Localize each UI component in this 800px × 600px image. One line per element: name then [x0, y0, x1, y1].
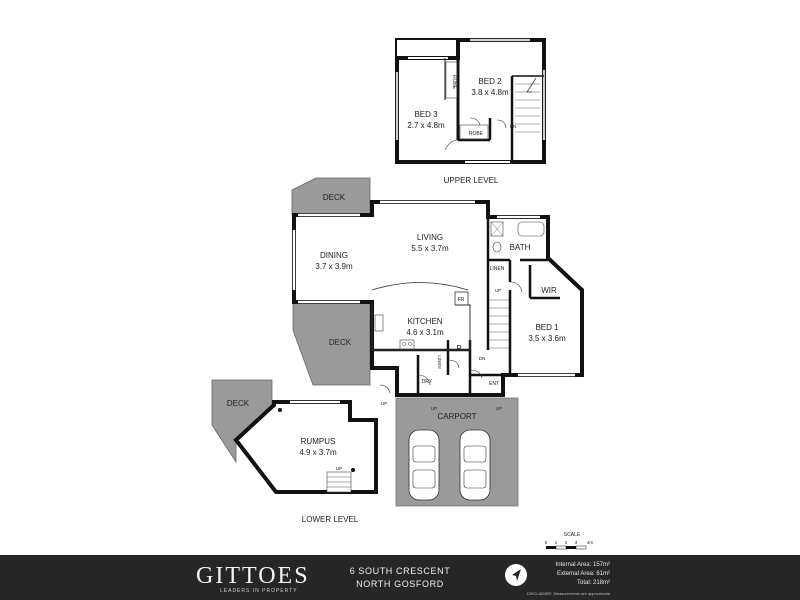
kitchen-dims: 4.6 x 3.1m [406, 328, 444, 337]
external-area: External Area: 61m² [556, 571, 610, 577]
bed1-name: BED 1 [535, 323, 559, 332]
scale-tick-2: 2 [565, 540, 568, 545]
deck-mid-label: DECK [329, 338, 352, 347]
up-label-4: UP [496, 406, 502, 411]
up-label-1: UP [495, 288, 501, 293]
disclaimer: DISCLAIMER: Measurements are approximate [526, 591, 610, 596]
deck-top-label: DECK [323, 193, 346, 202]
upper-dn-label: DN [510, 124, 517, 129]
robe-label-1: ROBE [451, 75, 457, 90]
lower-up-label: UP [336, 466, 342, 471]
dn-label: DN [479, 356, 486, 361]
bed3-dims: 2.7 x 4.8m [407, 121, 445, 130]
bed1-dims: 3.5 x 3.6m [528, 334, 566, 343]
dining-dims: 3.7 x 3.9m [315, 262, 353, 271]
address-line-2: NORTH GOSFORD [356, 579, 444, 589]
pantry-label: P [456, 344, 461, 353]
upper-level-label: UPPER LEVEL [444, 176, 499, 185]
up-label-2: UP [381, 401, 387, 406]
footer-bar: GITTOES LEADERS IN PROPERTY 6 SOUTH CRES… [0, 555, 800, 600]
living-name: LIVING [417, 233, 443, 242]
bed2-dims: 3.8 x 4.8m [471, 88, 509, 97]
scale-bar: SCALE 0 1 2 3 4m [545, 532, 594, 550]
total-area: Total: 218m² [576, 580, 610, 586]
agency-tagline: LEADERS IN PROPERTY [220, 588, 298, 594]
fridge-label: FR [458, 297, 465, 303]
internal-area: Internal Area: 157m² [555, 562, 610, 568]
rumpus-dims: 4.9 x 3.7m [299, 448, 337, 457]
dining-name: DINING [320, 251, 348, 260]
wir-label: WIR [541, 286, 557, 295]
main-level: LIVING 5.5 x 3.7m DINING 3.7 x 3.9m KITC… [291, 177, 584, 507]
linen-label: LINEN [490, 266, 505, 272]
robe-label-2: ROBE [469, 131, 484, 137]
bed2-name: BED 2 [478, 77, 502, 86]
bath-label: BATH [510, 243, 531, 252]
living-dims: 5.5 x 3.7m [411, 244, 449, 253]
carport-label: CARPORT [438, 412, 477, 421]
linen-small-label: LINEN [437, 355, 442, 368]
property-address: 6 SOUTH CRESCENT NORTH GOSFORD [320, 565, 480, 591]
scale-tick-4: 4m [587, 540, 594, 545]
scale-tick-3: 3 [575, 540, 578, 545]
rumpus-name: RUMPUS [301, 437, 336, 446]
laundry-label: L'DRY [418, 379, 433, 385]
car-2 [459, 429, 491, 501]
lower-level: RUMPUS 4.9 x 3.7m DECK UP LOWER LEVEL [211, 379, 378, 524]
car-1 [408, 429, 440, 501]
area-summary: Internal Area: 157m² External Area: 61m²… [540, 561, 610, 588]
lower-deck-label: DECK [227, 399, 250, 408]
kitchen-name: KITCHEN [407, 317, 442, 326]
entry-label: ENT [489, 381, 499, 387]
upper-level: BED 2 3.8 x 4.8m BED 3 2.7 x 4.8m ROBE R… [395, 38, 546, 185]
up-label-3: UP [431, 406, 437, 411]
north-arrow-icon [505, 564, 527, 586]
address-line-1: 6 SOUTH CRESCENT [349, 566, 451, 576]
lower-level-label: LOWER LEVEL [302, 515, 359, 524]
floor-plan: BED 2 3.8 x 4.8m BED 3 2.7 x 4.8m ROBE R… [211, 38, 594, 550]
agency-logo: GITTOES [196, 563, 310, 589]
scale-tick-1: 1 [555, 540, 558, 545]
scale-label: SCALE [564, 532, 581, 538]
bed3-name: BED 3 [414, 110, 438, 119]
scale-tick-0: 0 [545, 540, 548, 545]
